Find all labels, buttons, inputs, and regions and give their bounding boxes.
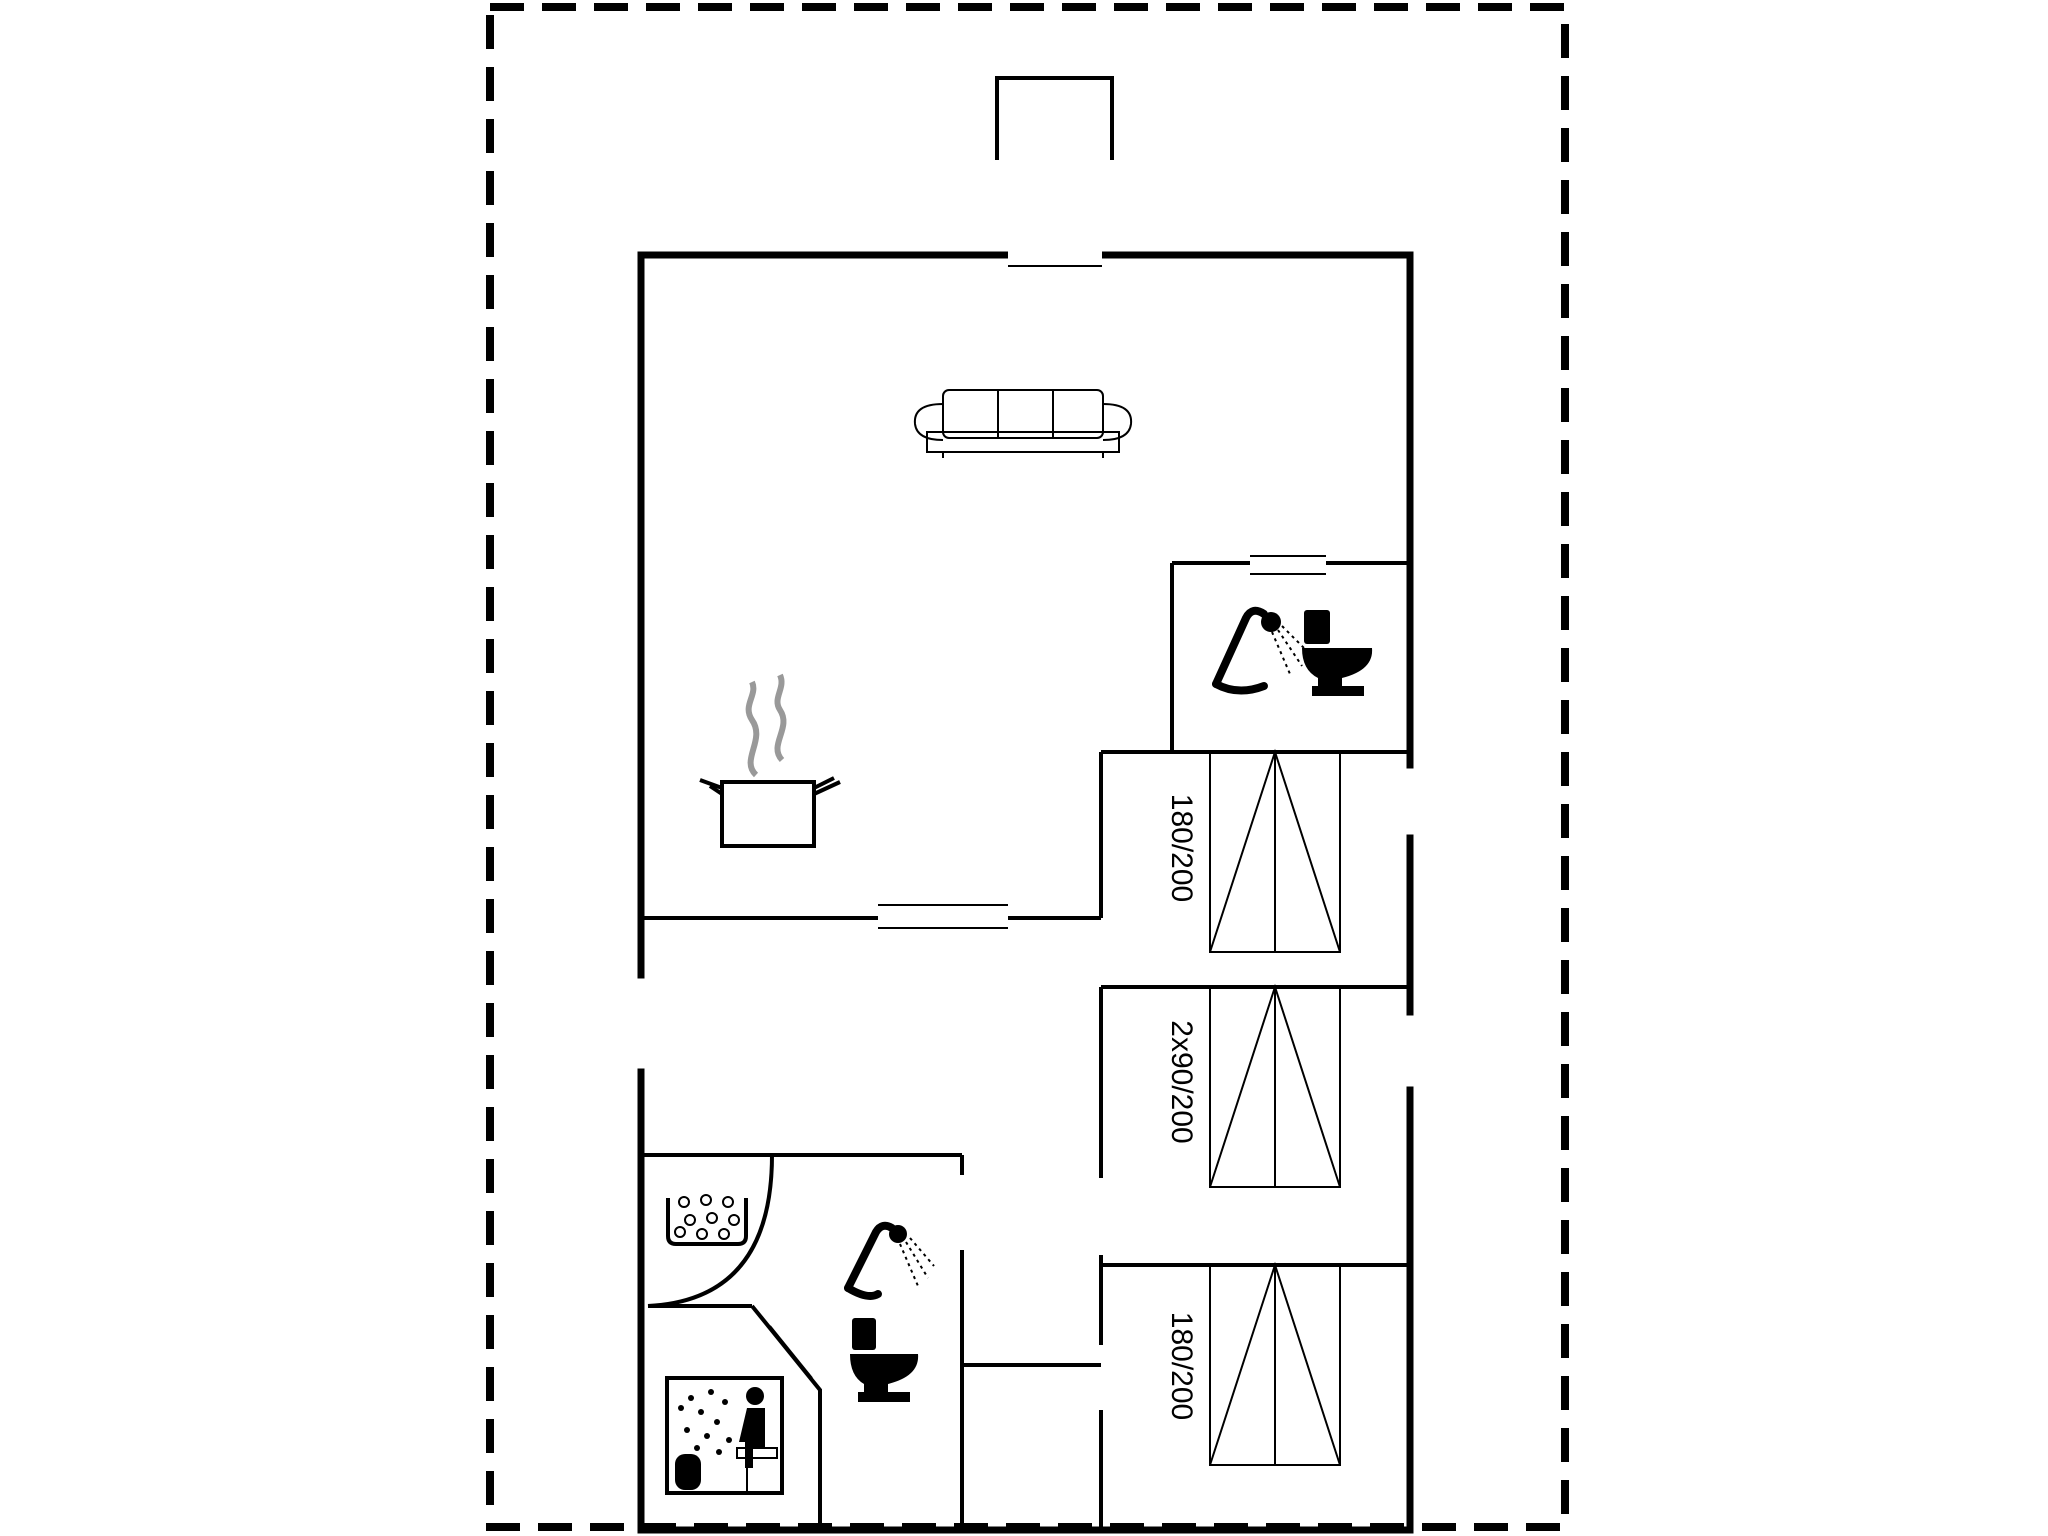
shower-icon [1212,606,1309,695]
interior-walls [641,555,1410,1530]
cooking-pot-icon [699,673,841,848]
whirlpool-icon [666,1194,748,1246]
windows [1008,249,1102,267]
entrance-feature [995,76,1114,160]
sauna-icon [665,1376,784,1495]
toilet-icon-2 [850,1318,919,1402]
bed-label-2: 2x90/200 [1165,1020,1198,1143]
outer-walls [637,251,1414,1534]
bed-1 [1209,748,1341,953]
bed-label-3: 180/200 [1165,1312,1198,1420]
bed-label-1: 180/200 [1165,794,1198,902]
sofa-icon [913,389,1133,458]
bed-3 [1209,1261,1341,1466]
toilet-icon [1302,610,1373,696]
bed-2 [1209,983,1341,1188]
plot-boundary [486,3,1569,1531]
shower-icon-2 [844,1221,935,1300]
